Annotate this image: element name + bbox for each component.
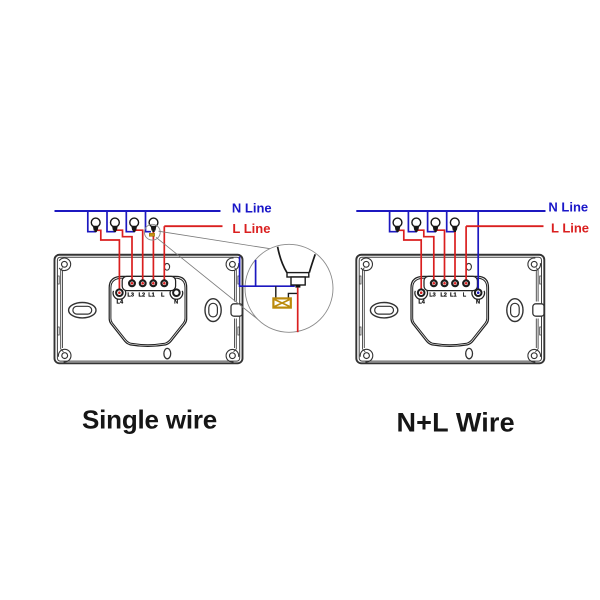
- svg-text:L Line: L Line: [551, 221, 589, 236]
- svg-text:N+L Wire: N+L Wire: [397, 407, 515, 437]
- svg-text:N Line: N Line: [548, 200, 588, 215]
- svg-text:Single wire: Single wire: [82, 405, 217, 435]
- svg-text:N Line: N Line: [232, 200, 272, 215]
- svg-text:L Line: L Line: [232, 221, 270, 236]
